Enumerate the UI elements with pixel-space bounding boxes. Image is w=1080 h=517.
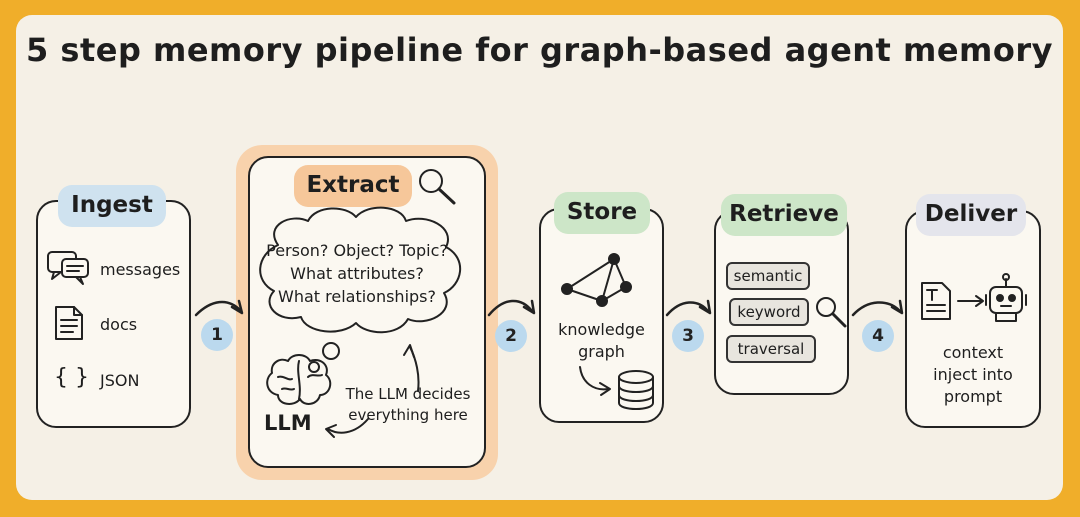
retrieve-tag-traversal: traversal: [726, 335, 816, 363]
extract-question-2: What attributes?: [290, 264, 424, 283]
ingest-box: [36, 200, 191, 428]
brain-icon: [266, 354, 332, 405]
thought-cloud: [259, 206, 462, 373]
database-icon: [618, 370, 654, 410]
connector-arrows: [194, 299, 904, 317]
retrieve-magnifier-icon: [816, 297, 847, 328]
chat-bubbles-icon: [47, 251, 89, 285]
extract-question-3: What relationships?: [278, 287, 436, 306]
robot-icon: [985, 273, 1027, 322]
diagram-title: 5 step memory pipeline for graph-based a…: [25, 31, 1053, 69]
graph-icon: [561, 253, 632, 307]
retrieve-tag-semantic: semantic: [726, 262, 810, 290]
deliver-caption-line-2: inject into: [933, 365, 1013, 384]
braces-icon: { }: [54, 365, 89, 390]
ingest-item-docs: docs: [100, 315, 138, 334]
magnifier-icon: [419, 169, 456, 205]
ingest-item-messages: messages: [100, 260, 181, 279]
document-icon: [55, 306, 83, 340]
deliver-caption-line-1: context: [942, 343, 1004, 362]
connector-badge-2: 2: [495, 320, 527, 352]
deliver-caption-line-3: prompt: [943, 387, 1003, 406]
store-caption-line-1: knowledge: [558, 320, 645, 339]
deliver-label: Deliver: [916, 194, 1026, 236]
extract-label: Extract: [294, 165, 412, 207]
store-arrow: [579, 366, 609, 391]
extract-note-arrow: [325, 344, 420, 438]
ingest-item-json: JSON: [100, 371, 140, 390]
ingest-label: Ingest: [58, 185, 166, 227]
text-doc-icon: [921, 282, 951, 320]
deliver-arrow: [957, 295, 984, 307]
store-box: [539, 208, 664, 423]
connector-badge-3: 3: [672, 320, 704, 352]
extract-note-line-2: everything here: [348, 406, 468, 424]
store-label: Store: [554, 192, 650, 234]
store-caption-line-2: graph: [578, 342, 625, 361]
llm-label: LLM: [264, 411, 312, 435]
diagram-drawings: [47, 169, 1027, 438]
retrieve-tag-keyword: keyword: [729, 298, 809, 326]
retrieve-label: Retrieve: [721, 194, 847, 236]
connector-badge-1: 1: [201, 319, 233, 351]
extract-note-line-1: The LLM decides: [345, 385, 471, 403]
connector-badge-4: 4: [862, 320, 894, 352]
diagram-canvas: 5 step memory pipeline for graph-based a…: [16, 15, 1063, 500]
extract-question-1: Person? Object? Topic?: [266, 241, 448, 260]
